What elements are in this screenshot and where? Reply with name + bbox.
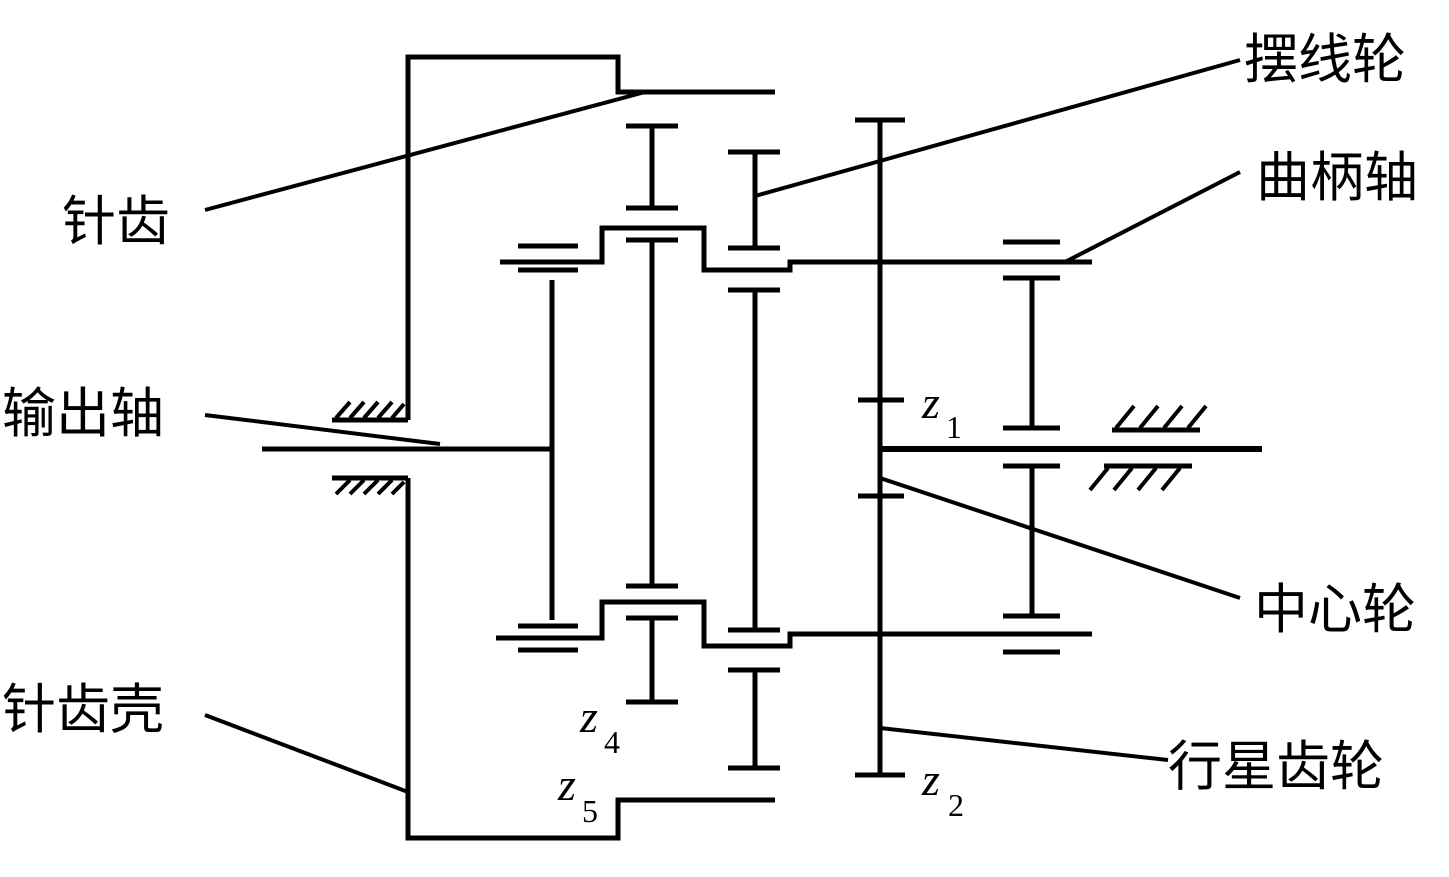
label-cycloid-wheel: 摆线轮 xyxy=(1244,28,1406,91)
leader-crankshaft xyxy=(1064,170,1241,264)
symbol-z1: z 1 xyxy=(921,377,962,445)
label-pin-teeth: 针齿 xyxy=(62,190,170,253)
svg-text:4: 4 xyxy=(604,724,620,760)
symbol-z4: z 4 xyxy=(579,691,620,760)
label-planet-gear: 行星齿轮 xyxy=(1168,735,1384,798)
center-wheel xyxy=(858,397,904,499)
svg-text:z: z xyxy=(557,759,576,810)
leader-output-shaft xyxy=(204,413,441,446)
label-pin-housing: 针齿壳 xyxy=(2,678,164,741)
symbol-z2: z 2 xyxy=(921,754,964,823)
svg-text:5: 5 xyxy=(582,793,598,829)
svg-text:z: z xyxy=(921,377,940,428)
svg-text:2: 2 xyxy=(948,787,964,823)
svg-text:1: 1 xyxy=(946,409,962,445)
cycloid-wheel-2 xyxy=(728,149,780,771)
cycloid-wheel-1 xyxy=(626,123,678,705)
label-output-shaft: 输出轴 xyxy=(2,382,164,445)
crankshaft-upper xyxy=(500,225,1092,273)
svg-text:z: z xyxy=(579,691,598,742)
input-bearing-hatch xyxy=(1088,404,1208,492)
leader-planet-gear xyxy=(879,726,1169,762)
leader-pin-housing xyxy=(204,713,409,794)
svg-text:z: z xyxy=(921,754,940,805)
output-shaft xyxy=(262,243,578,653)
pin-housing-frame xyxy=(405,54,775,841)
leader-lines xyxy=(204,58,1241,794)
leader-pin-teeth xyxy=(204,90,646,212)
crankshaft-lower xyxy=(496,599,1092,649)
label-crankshaft: 曲柄轴 xyxy=(1256,146,1418,209)
output-bearing-hatch xyxy=(332,400,408,496)
crank-bearings-right xyxy=(1003,239,1060,655)
leader-center-wheel xyxy=(879,476,1241,600)
label-center-wheel: 中心轮 xyxy=(1254,578,1416,641)
symbol-z5: z 5 xyxy=(557,759,598,829)
leader-cycloid xyxy=(754,58,1241,198)
